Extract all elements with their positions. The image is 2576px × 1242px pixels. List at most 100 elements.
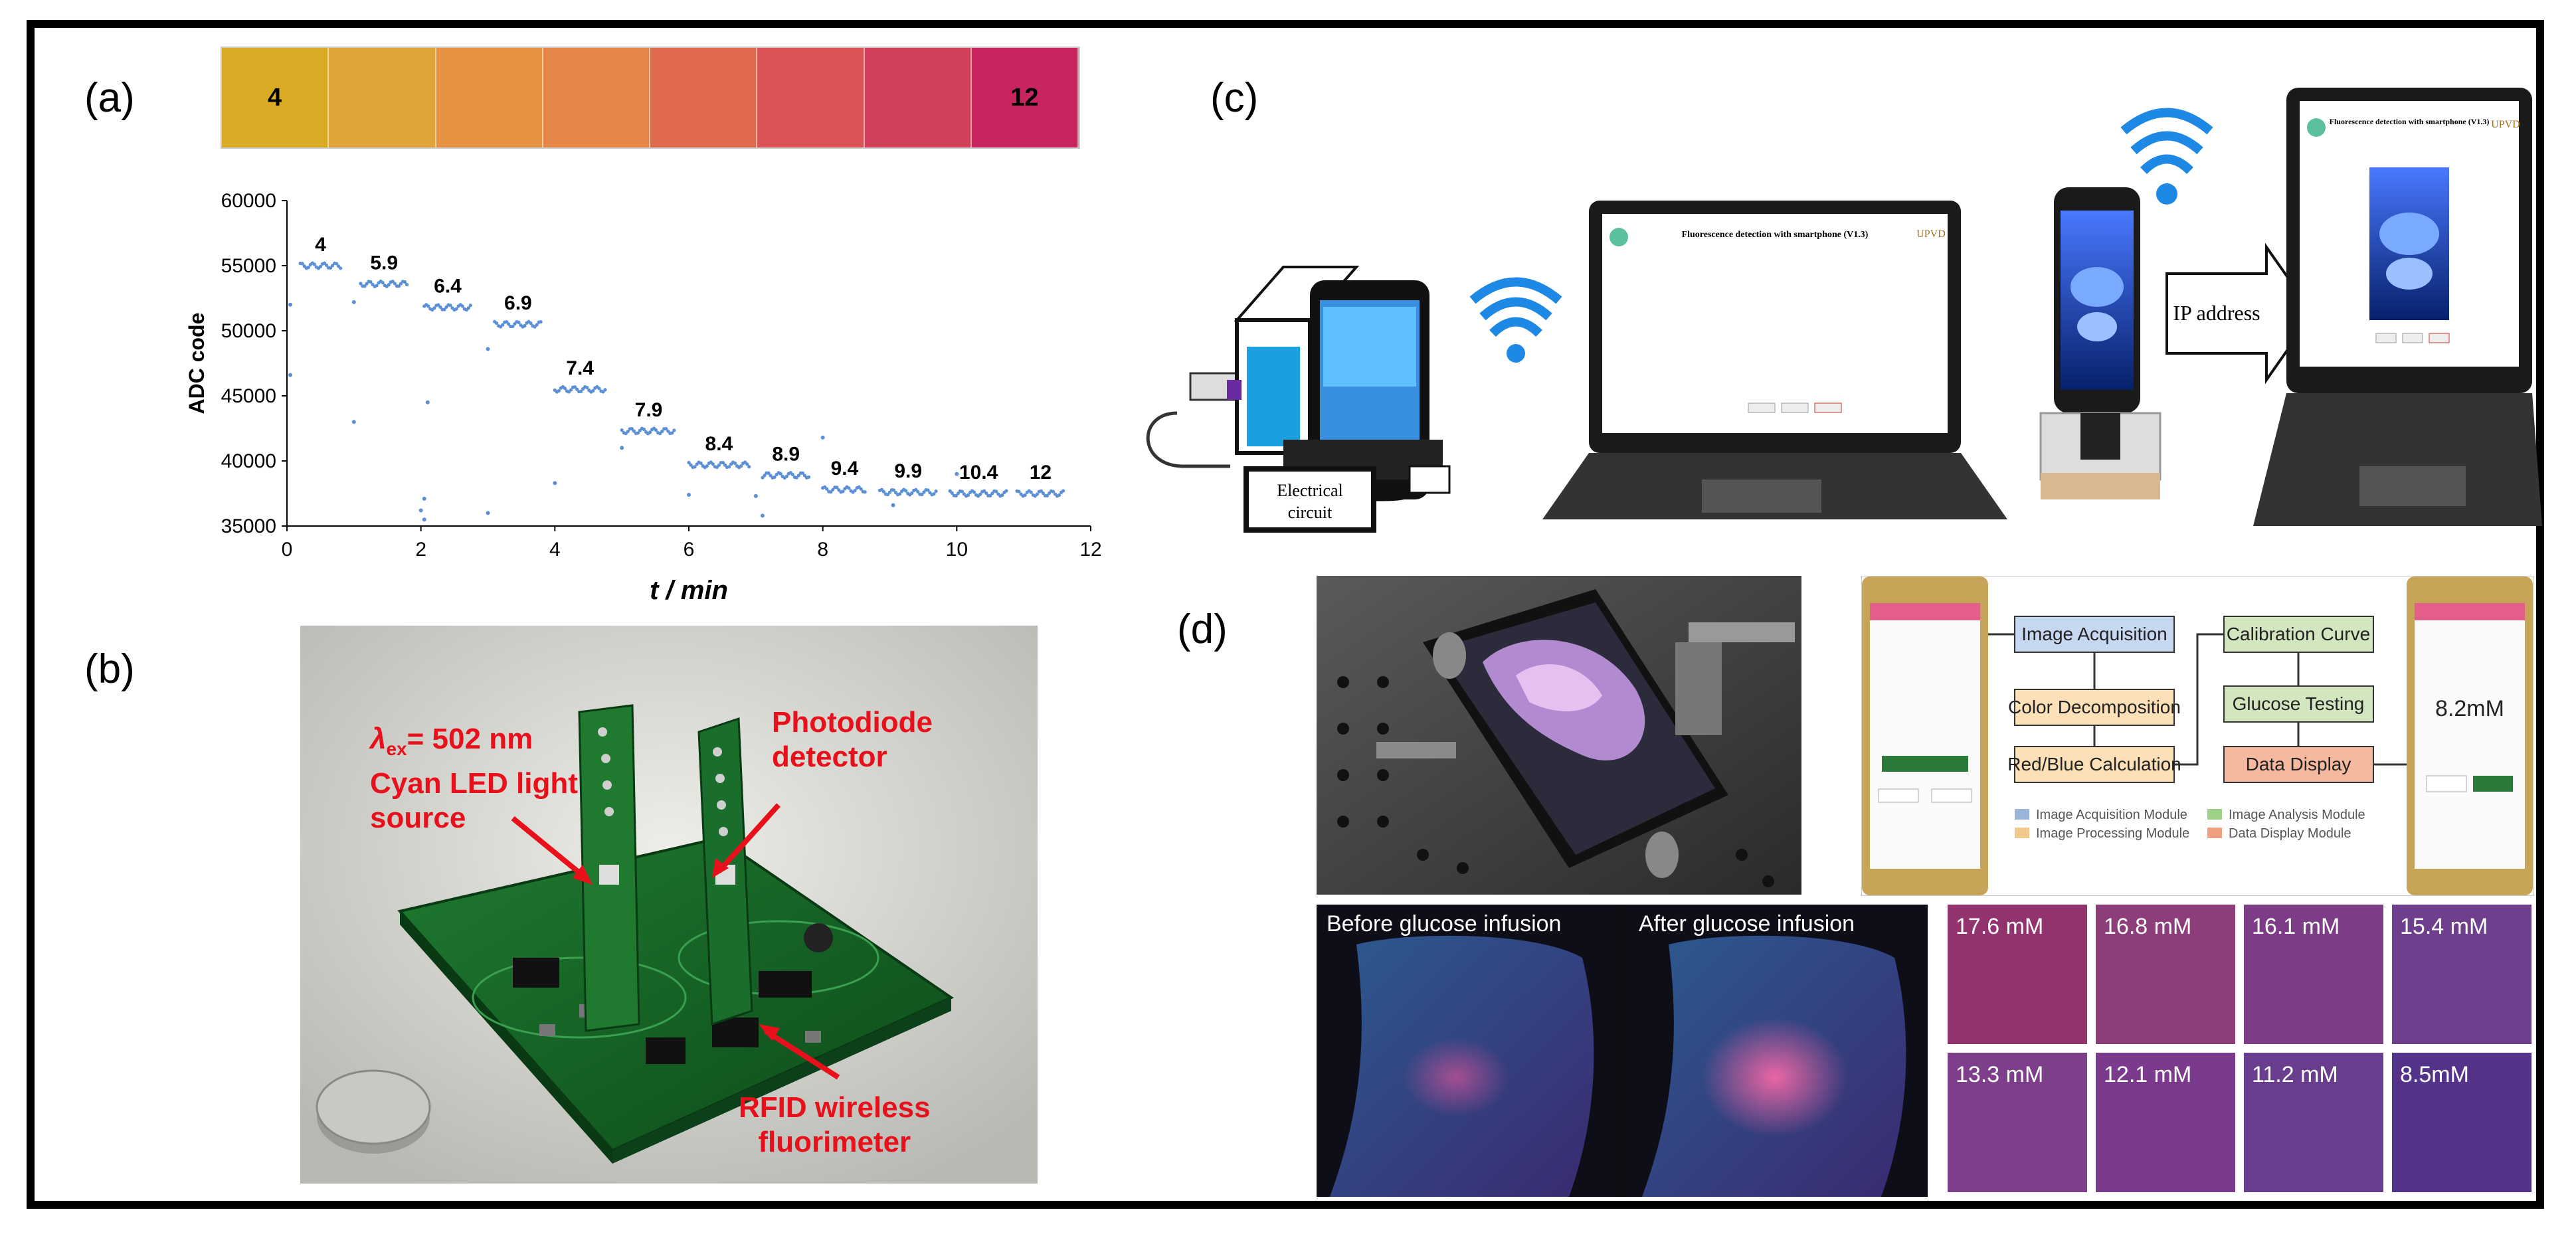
box-calibration-curve: Calibration Curve <box>2227 624 2370 644</box>
data-point <box>563 387 567 391</box>
data-point <box>557 389 561 393</box>
upvd-logo-1: UPVD <box>1916 228 1946 240</box>
data-point <box>648 430 652 434</box>
data-point <box>699 461 703 466</box>
x-tick-label: 4 <box>549 539 561 561</box>
y-tick-label: 50000 <box>221 320 276 342</box>
data-point <box>339 266 343 270</box>
data-point <box>972 490 976 494</box>
data-point <box>733 461 737 466</box>
data-point <box>863 490 867 494</box>
data-point <box>306 266 310 270</box>
y-tick-label: 35000 <box>221 515 276 537</box>
concentration-label: 16.1 mM <box>2252 914 2340 939</box>
data-point <box>687 460 691 465</box>
data-point <box>898 492 902 496</box>
outlier-point <box>422 517 426 522</box>
outlier-point <box>351 420 356 424</box>
data-point <box>1035 492 1039 496</box>
data-point <box>723 463 727 467</box>
data-point <box>1004 489 1008 493</box>
ph-strip-cell <box>543 48 650 147</box>
concentration-cell <box>2392 1053 2531 1192</box>
outlier-point <box>955 472 959 476</box>
data-point <box>654 428 658 432</box>
smartphone-wifi-diagram: Electrical circuit Fluorescence detectio… <box>1146 88 2542 533</box>
x-tick-label: 8 <box>817 539 828 561</box>
data-point <box>468 304 472 308</box>
data-point <box>579 389 583 393</box>
phone-reading: 8.2mM <box>2435 696 2504 721</box>
data-point <box>1047 491 1052 495</box>
outlier-point <box>687 492 691 497</box>
outlier-point <box>891 503 895 507</box>
data-point <box>916 489 920 493</box>
data-point <box>994 489 998 493</box>
data-point <box>1029 490 1033 494</box>
data-label: 7.9 <box>635 399 663 421</box>
data-point <box>444 305 448 309</box>
data-point <box>934 489 938 493</box>
rfid-callout: RFID wireless fluorimeter <box>739 1091 931 1160</box>
led-line2: source <box>370 801 466 834</box>
data-point <box>910 491 914 495</box>
outlier-point <box>486 347 490 351</box>
panel-c-label: (c) <box>1210 75 1259 121</box>
data-point <box>717 463 721 467</box>
data-point <box>950 491 954 495</box>
data-point <box>835 486 839 489</box>
photodiode-callout: Photodiode detector <box>772 705 933 774</box>
data-label: 4 <box>315 234 326 256</box>
lambda-symbol: λ <box>370 723 387 755</box>
panel-a-label: (a) <box>84 75 135 121</box>
cuvette-phone-setup: Electrical circuit <box>1146 266 1451 533</box>
phone-dock <box>2039 187 2162 499</box>
data-point <box>747 465 751 469</box>
data-point <box>495 321 499 325</box>
legend-item-1: Image Analysis Module <box>2229 808 2365 822</box>
data-point <box>573 385 577 389</box>
data-point <box>887 490 892 494</box>
data-point <box>847 486 851 490</box>
data-point <box>922 490 926 494</box>
data-point <box>841 489 845 493</box>
wifi-icon <box>1469 277 1562 363</box>
legend-item-3: Data Display Module <box>2229 826 2351 841</box>
glucose-infusion-images: Before glucose infusion After glucose in… <box>1317 905 1928 1197</box>
data-point <box>330 264 335 268</box>
data-point <box>926 488 930 492</box>
data-point <box>438 305 442 309</box>
app-title-1: Fluorescence detection with smartphone (… <box>1682 230 1869 240</box>
box-data-display: Data Display <box>2246 754 2351 774</box>
data-point <box>636 431 640 435</box>
data-label: 6.9 <box>504 292 532 314</box>
y-tick-label: 60000 <box>221 190 276 212</box>
panel-b-label: (b) <box>84 646 135 692</box>
ph-strip-cell <box>864 48 972 147</box>
data-point <box>387 283 391 287</box>
rfid-line1: RFID wireless <box>739 1091 931 1124</box>
led-line1: Cyan LED light <box>370 766 578 800</box>
data-point <box>585 385 589 390</box>
data-point <box>381 280 385 285</box>
concentration-cell <box>2244 905 2383 1044</box>
data-label: 6.4 <box>434 276 462 298</box>
data-point <box>363 284 367 288</box>
box-color-decomposition: Color Decomposition <box>2008 697 2181 717</box>
data-point <box>403 280 407 284</box>
photodiode-line2: detector <box>772 741 887 773</box>
box-image-acquisition: Image Acquisition <box>2021 624 2167 644</box>
outlier-point <box>820 435 825 440</box>
data-point <box>523 323 527 328</box>
y-tick-label: 55000 <box>221 255 276 277</box>
data-point <box>603 388 607 392</box>
wifi-icon-2 <box>2120 108 2213 205</box>
data-point <box>745 462 749 466</box>
data-point <box>829 490 833 494</box>
ip-address-label: IP address <box>2173 301 2260 325</box>
data-point <box>300 262 304 266</box>
data-point <box>891 488 896 492</box>
